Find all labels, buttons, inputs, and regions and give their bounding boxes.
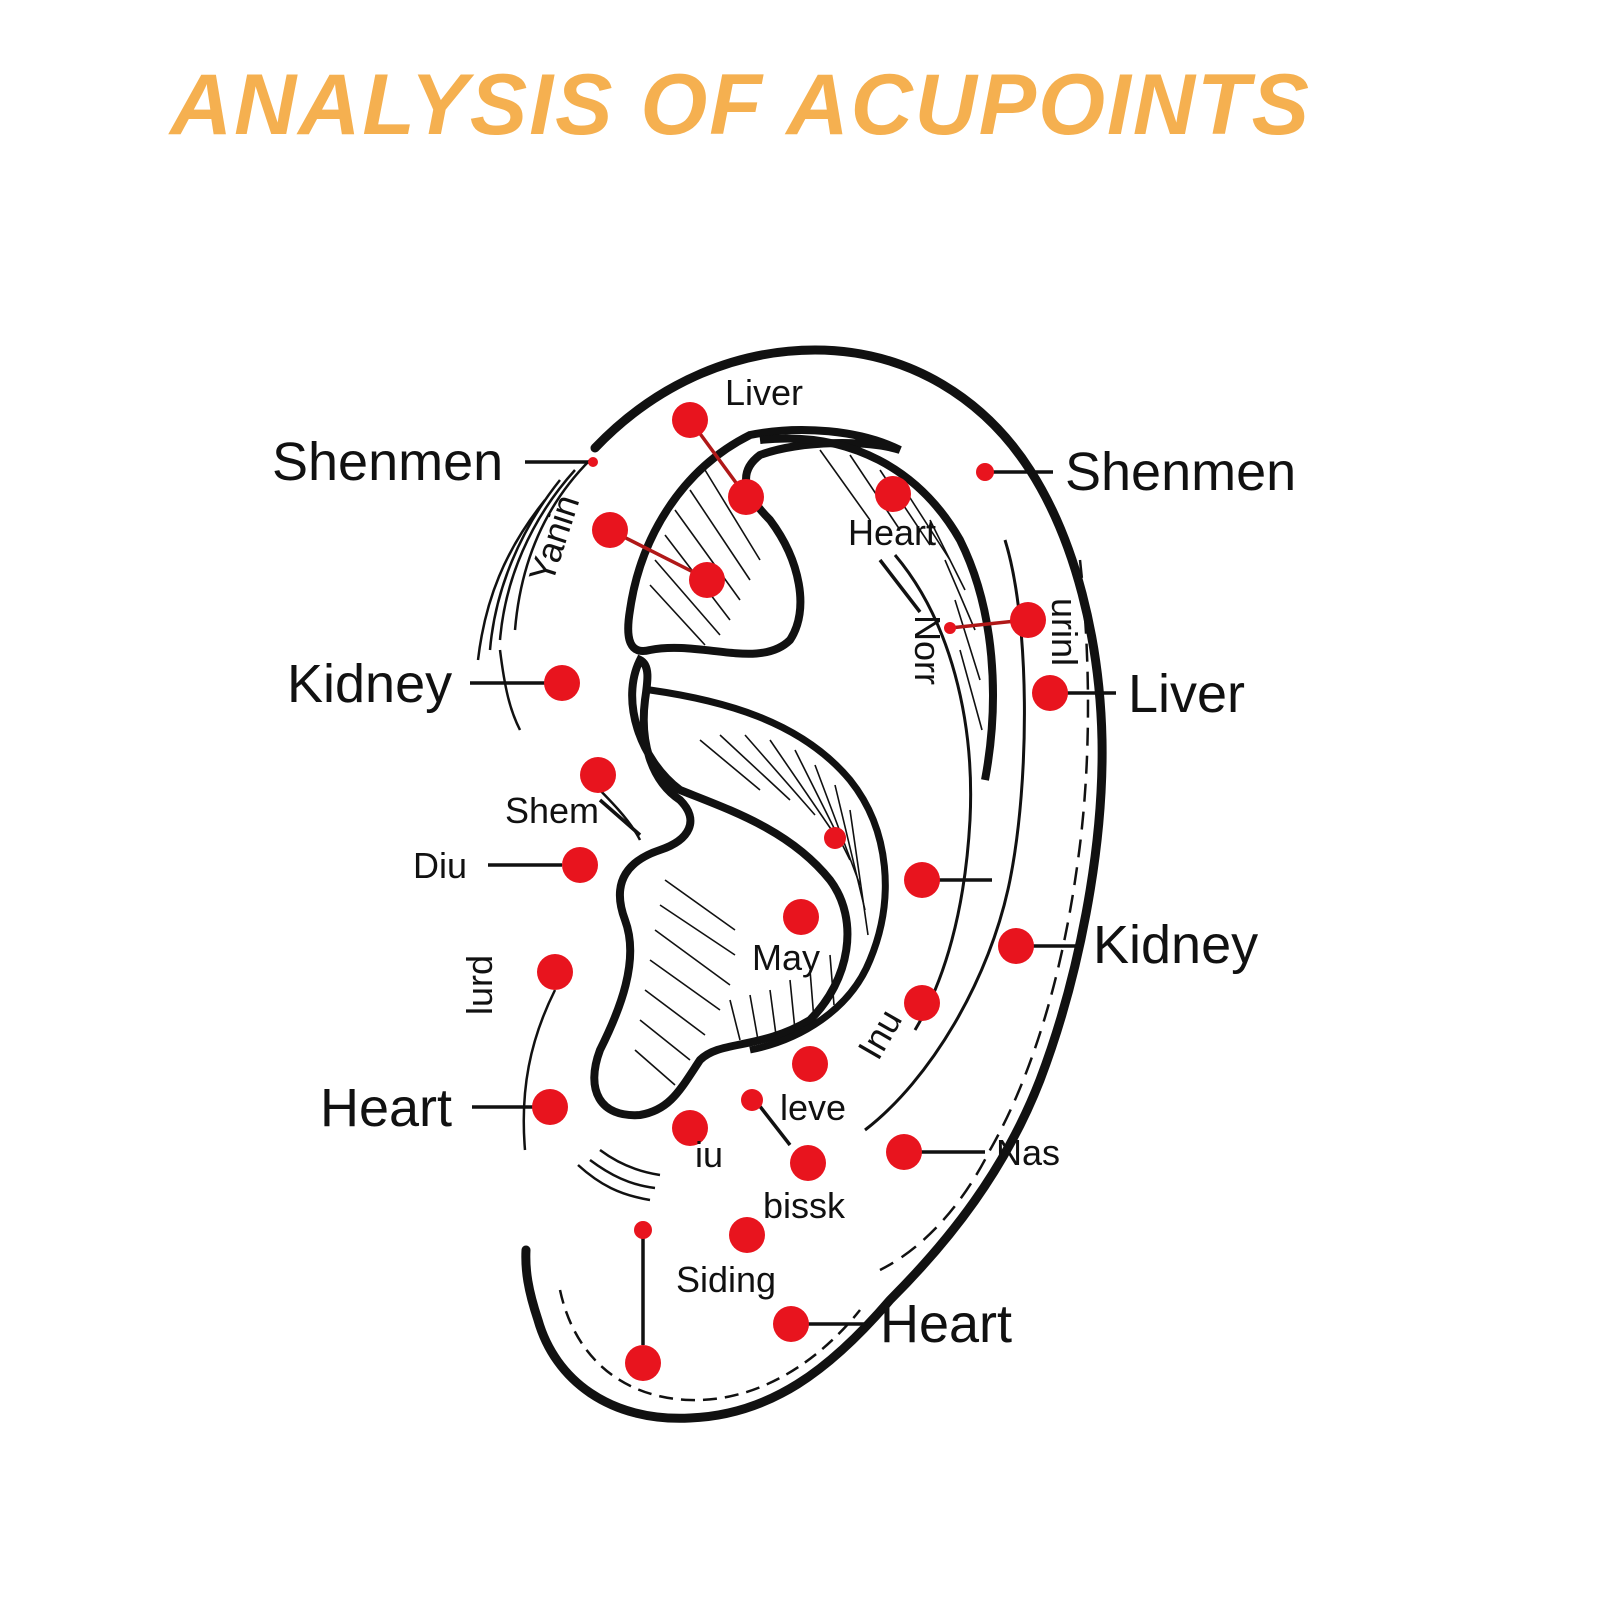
label-heart-left: Heart [320,1078,452,1138]
acupoint [672,1110,708,1146]
label-yanin: Yanin [521,490,588,588]
label-norr: Norr [907,615,948,685]
label-heart-upper: Heart [848,512,936,553]
acupoint [1010,602,1046,638]
leader-lines [470,460,1116,1345]
acupoint [886,1134,922,1170]
acupoint [562,847,598,883]
label-nas: Nas [996,1132,1060,1173]
acupoints [532,402,1068,1381]
label-heart-bottom: Heart [880,1294,1012,1354]
label-inu: Inu [849,1002,910,1066]
leader-leve [753,1098,792,1147]
label-iu: iu [695,1134,723,1175]
label-kidney-right: Kidney [1093,915,1258,975]
label-kidney-left: Kidney [287,654,452,714]
acupoint [904,985,940,1021]
acupoint [728,479,764,515]
acupoint [689,562,725,598]
label-diu: Diu [413,845,467,886]
acupoint [1032,675,1068,711]
acupoint [532,1089,568,1125]
upper-fossa-shape [624,426,902,658]
leader-norr [878,558,922,614]
leader-shem [598,798,642,837]
label-shenmen-left: Shenmen [272,432,503,492]
label-shem: Shem [505,790,599,831]
ear-outer-outline [521,345,1107,1423]
acupoint [944,622,956,634]
label-liver-right: Liver [1128,664,1245,724]
label-leve: leve [780,1087,846,1128]
concha-shape [590,654,852,1120]
ear-rim-dashed-line [879,559,1090,1272]
label-shenmen-right: Shenmen [1065,442,1296,502]
ear-lobe-dashed-line [558,1289,861,1402]
acupoint [588,457,598,467]
acupoint [875,476,911,512]
label-may: May [752,937,820,978]
acupoint [625,1345,661,1381]
acupoint [792,1046,828,1082]
acupoint [976,463,994,481]
label-liver-top: Liver [725,372,803,413]
label-lurd: lurd [459,955,500,1015]
acupoint [773,1306,809,1342]
antihelix-line [893,554,973,1031]
page-title: ANALYSIS OF ACUPOINTS [170,57,1311,153]
acupoint [741,1089,763,1111]
acupoint [783,899,819,935]
label-urinl: urinl [1044,598,1085,666]
acupoint [672,402,708,438]
acupoint [904,862,940,898]
antitragus-edge [649,686,889,1054]
acupoint [580,757,616,793]
shading-hatch [634,449,983,1086]
label-siding: Siding [676,1259,776,1300]
acupoint [790,1145,826,1181]
antihelix-body [759,434,997,781]
acupoint [544,665,580,701]
acupoint [998,928,1034,964]
acupoint [592,512,628,548]
acupoint [634,1221,652,1239]
label-bissk: bissk [763,1185,846,1226]
acupoint [537,954,573,990]
acupoint [729,1217,765,1253]
acupoint [824,827,846,849]
